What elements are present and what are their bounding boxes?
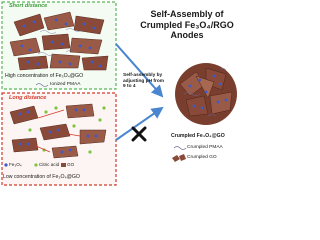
high-concentration-caption: High concentration of Fe₃O₄@GO xyxy=(5,73,84,79)
go-legend-icon xyxy=(61,163,66,167)
self-assembly-arrow xyxy=(115,43,164,98)
dense-go-cluster xyxy=(9,11,109,71)
sparse-go-cluster xyxy=(9,103,107,159)
blocked-arrow xyxy=(115,106,164,141)
illustration xyxy=(1,1,237,186)
ionized-pmaa-legend: Ionized PMAA xyxy=(50,82,81,87)
low-concentration-caption: Low concentration of Fe₃O₄@GO xyxy=(3,174,80,180)
citric-acid-legend-icon xyxy=(34,163,38,167)
short-distance-label: Short distance xyxy=(9,3,48,9)
citric-acid-legend: Citric acid xyxy=(39,162,60,167)
product-caption: Crumpled Fe₃O₄@GO xyxy=(171,133,225,139)
crumpled-go-legend: Crumpled GO xyxy=(187,155,217,160)
crumpled-pmaa-legend: Crumpled PMAA xyxy=(187,145,223,150)
fe3o4-legend: Fe₃O₄ xyxy=(9,162,22,167)
crumpled-ball xyxy=(175,63,237,125)
pmaa-legend-line xyxy=(35,83,49,87)
process-label: Self-assembly by adjusting pH from 9 to … xyxy=(123,73,165,90)
figure-canvas: Self-Assembly of Crumpled Fe₃O₄/RGO Anod… xyxy=(1,1,237,186)
figure-title: Self-Assembly of Crumpled Fe₃O₄/RGO Anod… xyxy=(140,9,234,40)
cross-icon xyxy=(131,126,147,142)
crumpled-go-legend-icon xyxy=(172,154,186,162)
go-legend: GO xyxy=(67,162,75,167)
long-distance-label: Long distance xyxy=(9,95,47,101)
crumpled-pmaa-legend-icon xyxy=(173,146,187,150)
fe3o4-legend-icon xyxy=(4,163,8,167)
